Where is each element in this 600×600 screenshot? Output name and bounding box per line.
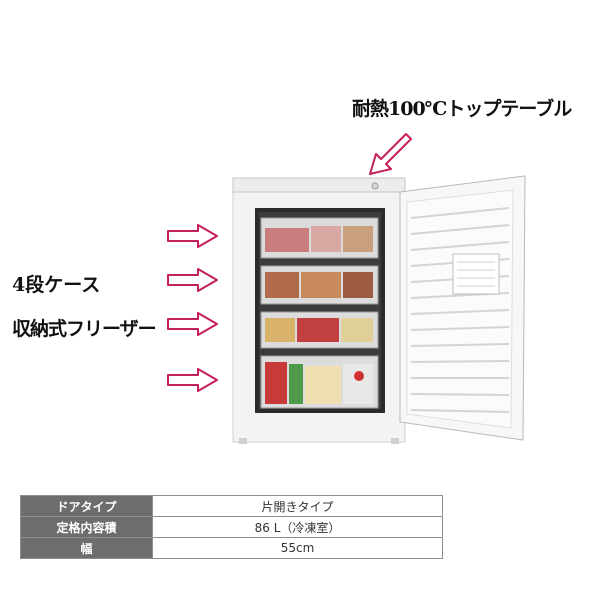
arrow-right-icon [167, 312, 218, 336]
freezer-type-caption: 収納式フリーザー [12, 318, 157, 340]
arrow-right-icon [167, 224, 218, 248]
spec-row-width: 幅 55cm [20, 537, 443, 559]
spec-label: 幅 [20, 537, 153, 559]
top-table-caption: 耐熱100℃トップテーブル [352, 98, 572, 120]
spec-row-door-type: ドアタイプ 片開きタイプ [20, 495, 443, 517]
freezer-illustration [232, 175, 526, 444]
four-case-caption: 4段ケース [12, 274, 101, 296]
spec-value: 片開きタイプ [152, 495, 443, 517]
arrow-right-icon [167, 368, 218, 392]
spec-value: 86 L（冷凍室） [152, 516, 443, 538]
spec-row-capacity: 定格内容積 86 L（冷凍室） [20, 516, 443, 538]
diagonal-arrow-icon [369, 133, 412, 175]
spec-label: 定格内容積 [20, 516, 153, 538]
spec-value: 55cm [152, 537, 443, 559]
spec-label: ドアタイプ [20, 495, 153, 517]
arrow-right-icon [167, 268, 218, 292]
spec-table: ドアタイプ 片開きタイプ 定格内容積 86 L（冷凍室） 幅 55cm [20, 495, 443, 559]
